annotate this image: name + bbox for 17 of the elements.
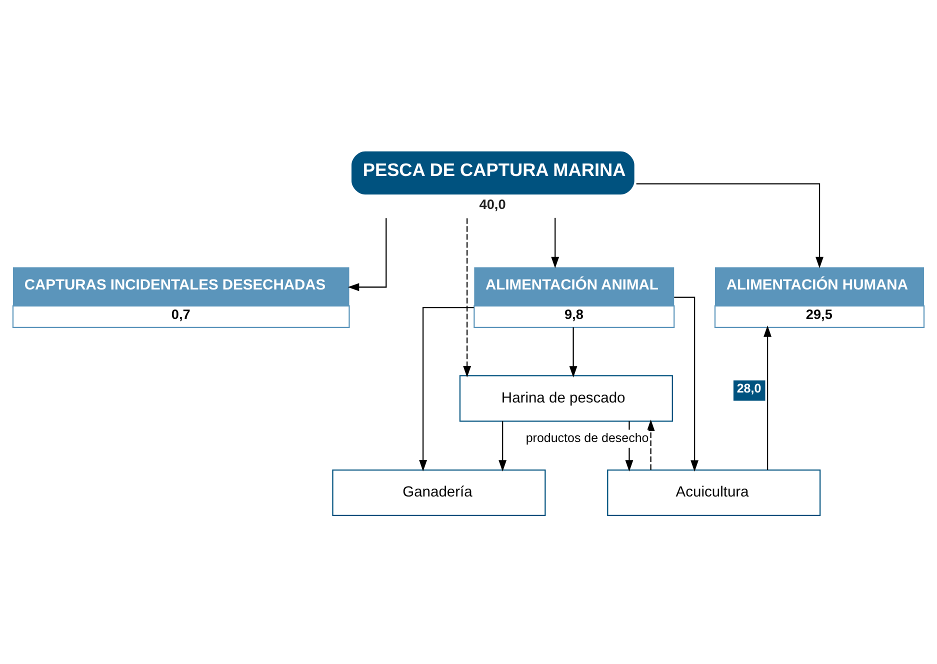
arrow <box>348 218 387 292</box>
arrow <box>498 421 507 472</box>
arrow <box>764 325 772 470</box>
node-box: Acuicultura <box>607 469 821 516</box>
arrow <box>419 307 474 472</box>
arrow <box>646 420 655 470</box>
arrow <box>569 327 578 378</box>
arrow <box>463 218 472 378</box>
node-box: Harina de pescado <box>459 375 673 422</box>
node-box: Ganadería <box>332 469 546 516</box>
arrow <box>551 218 560 268</box>
arrow <box>674 296 699 472</box>
arrow <box>636 183 824 268</box>
node-label: 40,0 <box>479 196 506 212</box>
node-box: PESCA DE CAPTURA MARINA <box>352 151 634 195</box>
edge-label: 28,0 <box>736 382 762 396</box>
edge-label: productos de desecho <box>526 431 649 446</box>
